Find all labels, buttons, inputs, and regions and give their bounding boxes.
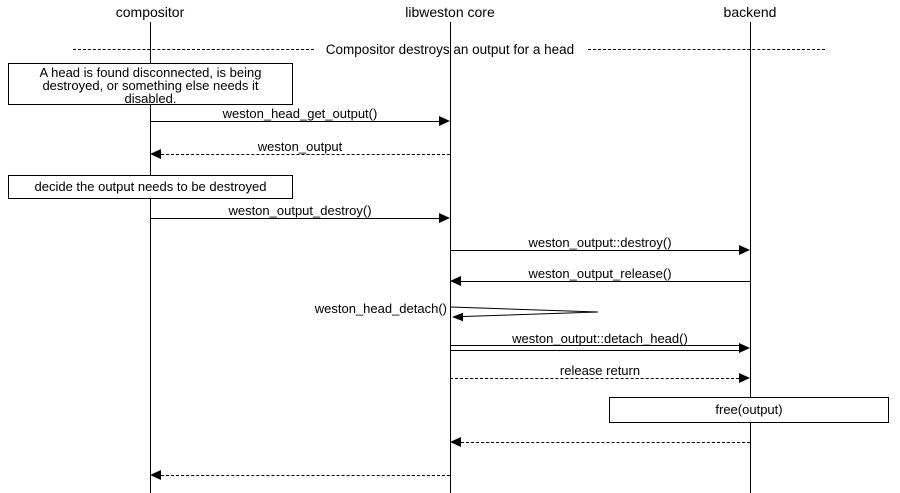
- message-label-weston-output-destroy: weston_output_destroy(): [228, 203, 372, 218]
- participant-label-backend: backend: [723, 4, 777, 20]
- divider-label: Compositor destroys an output for a head: [325, 42, 575, 57]
- message-line: [150, 218, 439, 219]
- lifeline-backend: [750, 22, 751, 493]
- participant-label-libweston-core: libweston core: [405, 4, 495, 20]
- arrowhead-left-icon: [450, 276, 461, 286]
- arrowhead-left-icon: [150, 149, 161, 159]
- participant-label-compositor: compositor: [115, 4, 185, 20]
- message-label-weston-output: weston_output: [257, 139, 343, 154]
- divider-line-right: [588, 49, 825, 50]
- divider-line-left: [73, 49, 314, 50]
- lifeline-compositor: [150, 22, 151, 493]
- message-line: [450, 345, 739, 346]
- note-free-output: free(output): [609, 397, 889, 423]
- self-message-loop: [450, 306, 599, 322]
- note-head-disconnected: A head is found disconnected, is being d…: [8, 63, 293, 105]
- lifeline-libweston-core: [450, 22, 451, 493]
- arrowhead-left-icon: [450, 437, 461, 447]
- message-label-weston-output-detach-head: weston_output::detach_head(): [512, 331, 688, 346]
- note-line: decide the output needs to be destroyed: [34, 179, 267, 194]
- message-line: [461, 442, 750, 443]
- message-line: [450, 378, 739, 379]
- message-label-release-return: release return: [559, 363, 641, 378]
- arrowhead-right-icon: [739, 343, 750, 353]
- message-line: [450, 250, 739, 251]
- message-line: [450, 350, 739, 351]
- note-line: free(output): [715, 402, 783, 417]
- message-line: [461, 281, 750, 282]
- note-line: A head is found disconnected, is being: [39, 65, 262, 80]
- message-label-weston-head-detach: weston_head_detach(): [314, 301, 447, 316]
- note-line: destroyed, or something else needs it: [42, 78, 259, 93]
- message-line: [161, 154, 450, 155]
- message-line: [150, 121, 439, 122]
- message-label-weston-output-release: weston_output_release(): [528, 266, 672, 281]
- message-label-weston-output-vdestroy: weston_output::destroy(): [528, 235, 672, 250]
- arrowhead-right-icon: [439, 213, 450, 223]
- arrowhead-right-icon: [439, 116, 450, 126]
- note-line: disabled.: [124, 91, 177, 106]
- arrowhead-right-icon: [739, 245, 750, 255]
- note-decide-destroy: decide the output needs to be destroyed: [8, 175, 293, 199]
- arrowhead-left-icon: [150, 470, 161, 480]
- message-label-weston-head-get-output: weston_head_get_output(): [222, 106, 378, 121]
- arrowhead-right-icon: [739, 373, 750, 383]
- message-line: [161, 475, 450, 476]
